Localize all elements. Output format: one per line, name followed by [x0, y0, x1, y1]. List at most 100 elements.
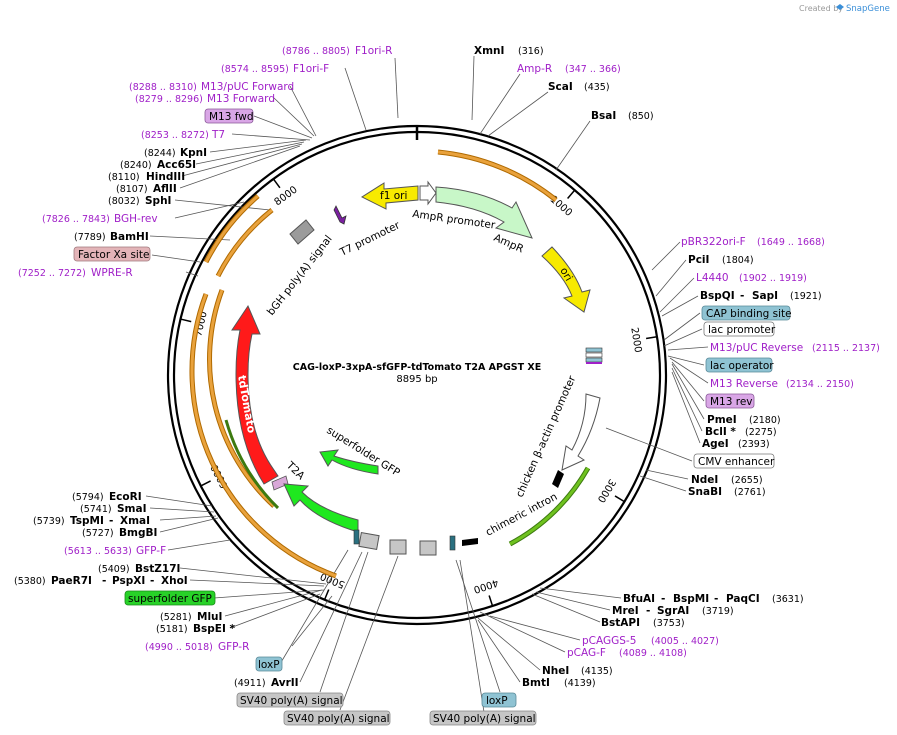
- enzyme-bspei-pos: (5181): [156, 624, 188, 635]
- enzyme-bmgbi: BmgBI: [119, 527, 157, 539]
- cap-site-mark: [585, 347, 603, 353]
- f1-ori-label: f1 ori: [380, 190, 407, 202]
- primer-pcaggs-5-range: (4005 .. 4027): [651, 636, 719, 647]
- tick-label: 4000: [472, 576, 500, 594]
- sv40-box-left-2: [283, 710, 391, 726]
- arc-upper-left-a-fill: [216, 208, 273, 277]
- primer-gfp-f-range: (5613 .. 5633): [64, 546, 132, 557]
- enzyme-ndei-pos: (2655): [731, 475, 763, 486]
- leader-line: [174, 201, 245, 219]
- arc-intron-fill: [509, 467, 590, 546]
- enzyme-avrii-pos: (4911): [234, 678, 266, 689]
- primer-pbr322ori-f: pBR322ori-F: [681, 236, 746, 248]
- enzyme-nhei: NheI: [542, 665, 569, 677]
- enzyme-bmti: BmtI: [522, 677, 550, 689]
- primer-f1ori-r-range: (8786 .. 8805): [282, 46, 350, 57]
- primer-m13-reverse: M13 Reverse: [710, 378, 778, 390]
- plasmid-name: CAG-loxP-3xpA-sfGFP-tdTomato T2A APGST X…: [293, 362, 541, 373]
- leader-line: [539, 587, 622, 599]
- enzyme-bamhi: BamHI: [110, 231, 149, 243]
- leader-line: [179, 567, 327, 585]
- primer-wpre-r-range: (7252 .. 7272): [18, 268, 86, 279]
- cmv-enhancer-box: [693, 453, 775, 469]
- primer-f1ori-f: F1ori-F: [293, 63, 329, 75]
- enzyme-acc65i: Acc65I: [157, 159, 196, 171]
- leader-line: [149, 507, 215, 513]
- leader-line: [671, 371, 701, 444]
- lac-promoter-box: [703, 321, 775, 337]
- leader-line: [487, 91, 549, 137]
- enzyme-acc65i-pos: (8240): [120, 160, 152, 171]
- lac-operator-text: lac operator: [710, 360, 774, 372]
- m13-rev-mark: [586, 362, 602, 364]
- sv40-box-right: [429, 710, 537, 726]
- primer-t7: T7: [211, 129, 225, 141]
- loxp-left-text: loxP: [258, 659, 280, 671]
- enzyme-bfuai: BfuAI: [623, 593, 655, 605]
- enzyme-bstapi: BstAPI: [601, 617, 640, 629]
- tick-mark: [567, 189, 576, 199]
- leader-line: [489, 615, 581, 641]
- tick-mark: [645, 336, 658, 340]
- leader-line: [555, 120, 591, 171]
- leader-line: [535, 591, 611, 611]
- leader-line: [671, 363, 705, 420]
- f1-ori-arrow: [360, 182, 419, 210]
- enzyme-bsai-pos: (850): [628, 111, 654, 122]
- arc-ampr-outer-fill: [437, 150, 557, 202]
- credit-prefix: Created by: [799, 4, 843, 13]
- leader-line: [174, 199, 271, 211]
- leader-line: [159, 517, 219, 533]
- enzyme-bamhi-pos: (7789): [74, 232, 106, 243]
- leader-line: [253, 115, 313, 139]
- enzyme-xmni-pos: (316): [518, 46, 544, 57]
- enzyme-xmai: XmaI: [120, 515, 150, 527]
- tick-mark: [180, 318, 192, 323]
- m13-fwd-box: [204, 108, 254, 124]
- leader-line: [479, 611, 566, 653]
- lac-promoter-text: lac promoter: [708, 324, 776, 336]
- m13-rev-box: [705, 393, 755, 409]
- leader-line: [471, 55, 475, 121]
- enzyme-agei-pos: (2393): [738, 439, 770, 450]
- primer-pcaggs-5: pCAGGS-5: [582, 635, 636, 647]
- primer-m13-puc-forward: M13/pUC Forward: [201, 81, 294, 93]
- factor-xa-text: Factor Xa site: [78, 249, 149, 261]
- primer-pcag-f-range: (4089 .. 4108): [619, 648, 687, 659]
- enzyme-ndei: NdeI: [691, 474, 718, 486]
- leader-line: [605, 427, 693, 462]
- primer-bgh-rev: BGH-rev: [114, 213, 158, 225]
- enzyme-agei: AgeI: [702, 438, 729, 450]
- enzyme-hindiii-pos: (8110): [108, 172, 140, 183]
- leader-line: [669, 357, 709, 384]
- loxp-bottom-text: loxP: [486, 695, 508, 707]
- tdtomato-arrow: [231, 304, 279, 485]
- cap-binding-site-box: [701, 305, 791, 321]
- enzyme-pmei-pos: (2180): [749, 415, 781, 426]
- leader-line: [477, 617, 541, 671]
- primer-m13-puc-reverse: M13/pUC Reverse: [710, 342, 803, 354]
- primer-f1ori-f-range: (8574 .. 8595): [221, 64, 289, 75]
- leader-line: [339, 555, 399, 711]
- primer-pbr322ori-f-range: (1649 .. 1668): [757, 237, 825, 248]
- leader-line: [213, 589, 325, 599]
- enzyme-scai: ScaI: [548, 81, 573, 93]
- enzyme-snabi-pos: (2761): [734, 487, 766, 498]
- enzyme-mlui-pos: (5281): [160, 612, 192, 623]
- sv40-text-1: SV40 poly(A) signal: [240, 695, 343, 707]
- enzyme-ecori-pos: (5794): [72, 492, 104, 503]
- primer-m13-reverse-range: (2134 .. 2150): [786, 379, 854, 390]
- enzyme-bspqi: BspQI: [700, 290, 735, 302]
- enzyme-bcli: BclI *: [705, 426, 736, 438]
- enzyme-mlui: MluI: [197, 611, 222, 623]
- enzyme-xmni: XmnI: [474, 45, 504, 57]
- enzyme-mrei-pos: (3719): [702, 606, 734, 617]
- primer-l4440: L4440: [696, 272, 729, 284]
- t7-promoter-mark: [333, 205, 347, 225]
- primer-f1ori-r: F1ori-R: [355, 45, 392, 57]
- leader-line: [181, 143, 303, 177]
- enzyme-paqci: PaqCI: [726, 593, 760, 605]
- leader-line: [179, 145, 301, 189]
- enzyme-sgrai: SgrAI: [657, 605, 689, 617]
- sfgfp-arrow: [283, 483, 359, 533]
